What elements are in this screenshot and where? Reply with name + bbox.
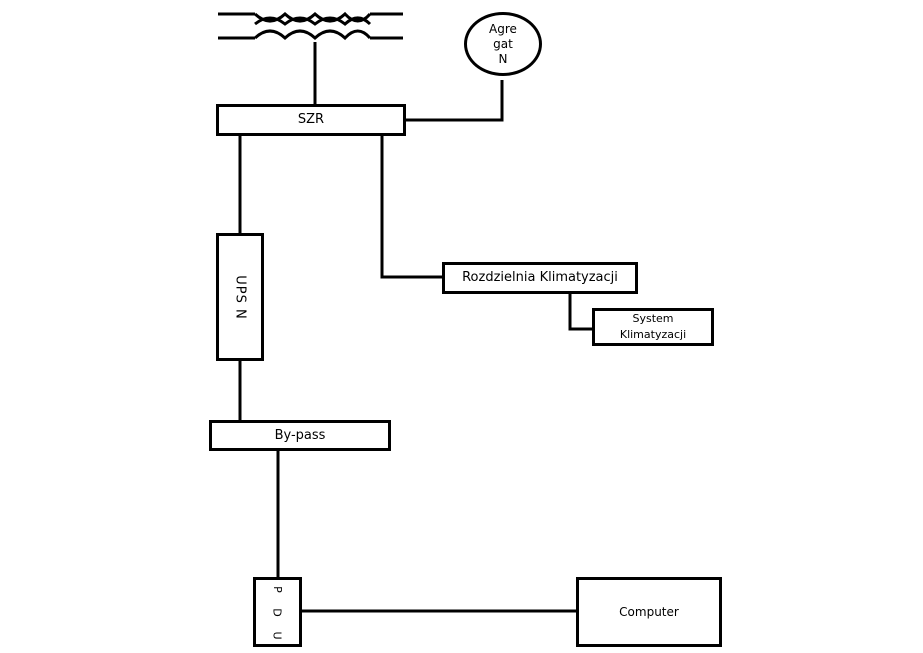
climate-switchboard-node[interactable]: Rozdzielnia Klimatyzacji xyxy=(442,262,638,294)
pdu-letter: U xyxy=(270,630,284,640)
generator-label-line: gat xyxy=(493,36,513,51)
generator-label-line: Agre xyxy=(489,21,517,36)
pdu-node[interactable]: P D U xyxy=(253,577,302,647)
pdu-letter: D xyxy=(270,607,284,617)
bypass-label: By-pass xyxy=(274,427,326,443)
ups-label: UPS N xyxy=(232,274,248,320)
climate-system-node[interactable]: System Klimatyzacji xyxy=(592,308,714,346)
szr-to-climate-switchboard-line xyxy=(380,135,443,279)
transformer-coupling-icon xyxy=(218,11,403,41)
pdu-letter: P xyxy=(270,585,284,593)
bypass-node[interactable]: By-pass xyxy=(209,420,391,451)
szr-node[interactable]: SZR xyxy=(216,104,406,136)
ups-node[interactable]: UPS N xyxy=(216,233,264,361)
computer-node[interactable]: Computer xyxy=(576,577,722,647)
switchboard-to-climate-system-line xyxy=(568,293,593,331)
generator-label-line: N xyxy=(498,51,508,66)
climate-system-label-line: Klimatyzacji xyxy=(619,328,687,341)
generator-to-szr-line xyxy=(405,80,504,122)
computer-label: Computer xyxy=(619,605,679,619)
climate-switchboard-label: Rozdzielnia Klimatyzacji xyxy=(462,270,618,285)
szr-label: SZR xyxy=(297,112,325,127)
generator-node[interactable]: Agre gat N xyxy=(464,12,542,76)
climate-system-label-line: System xyxy=(632,312,674,325)
